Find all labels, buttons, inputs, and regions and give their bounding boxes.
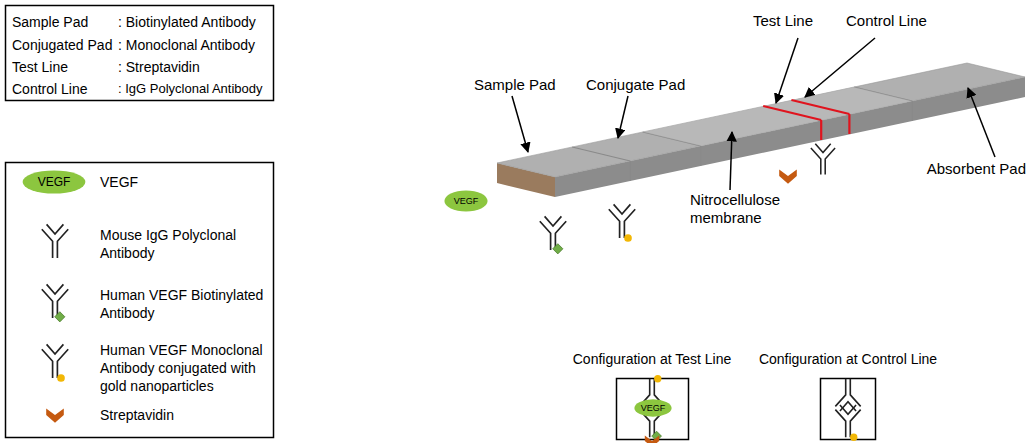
part-label: Sample Pad: [474, 76, 556, 94]
vegf-label: VEGF: [38, 175, 71, 189]
part-label: Configuration at Control Line: [759, 350, 937, 368]
part-label: Test Line: [753, 12, 813, 30]
vegf-ellipse: VEGF: [634, 399, 672, 417]
table-cell-name: Control Line: [12, 80, 88, 98]
part-label: Control Line: [846, 12, 927, 30]
legend-text: Streptavidin: [100, 406, 268, 424]
legend-text: Human VEGF Biotinylated Antibody: [100, 286, 268, 322]
part-label: Configuration at Test Line: [573, 350, 732, 368]
table-box: Sample Pad : Biotinylated AntibodyConjuga…: [6, 6, 273, 100]
part-label: Conjugate Pad: [586, 76, 685, 94]
table-cell-value: : Monoclonal Antibody: [118, 36, 255, 54]
table-cell-value: : Biotinylated Antibody: [118, 13, 256, 31]
table-cell-name: Test Line: [12, 58, 68, 76]
table-cell-value: : Streptavidin: [118, 58, 200, 76]
vegf-ellipse: VEGF: [444, 190, 488, 212]
part-label: Nitrocellulose membrane: [690, 191, 800, 227]
legend-text: Human VEGF Monoclonal Antibody conjugate…: [100, 341, 268, 395]
table-cell-value: : IgG Polyclonal Antibody: [118, 80, 263, 98]
table-cell-name: Sample Pad: [12, 13, 88, 31]
vegf-ellipse: VEGF: [22, 170, 86, 194]
legend-text: Mouse IgG Polyclonal Antibody: [100, 226, 268, 262]
vegf-label: VEGF: [454, 196, 479, 207]
vegf-label: VEGF: [641, 403, 666, 414]
part-label: Absorbent Pad: [927, 160, 1026, 178]
table-cell-name: Conjugated Pad: [12, 36, 112, 54]
legend-text: VEGF: [100, 173, 268, 191]
